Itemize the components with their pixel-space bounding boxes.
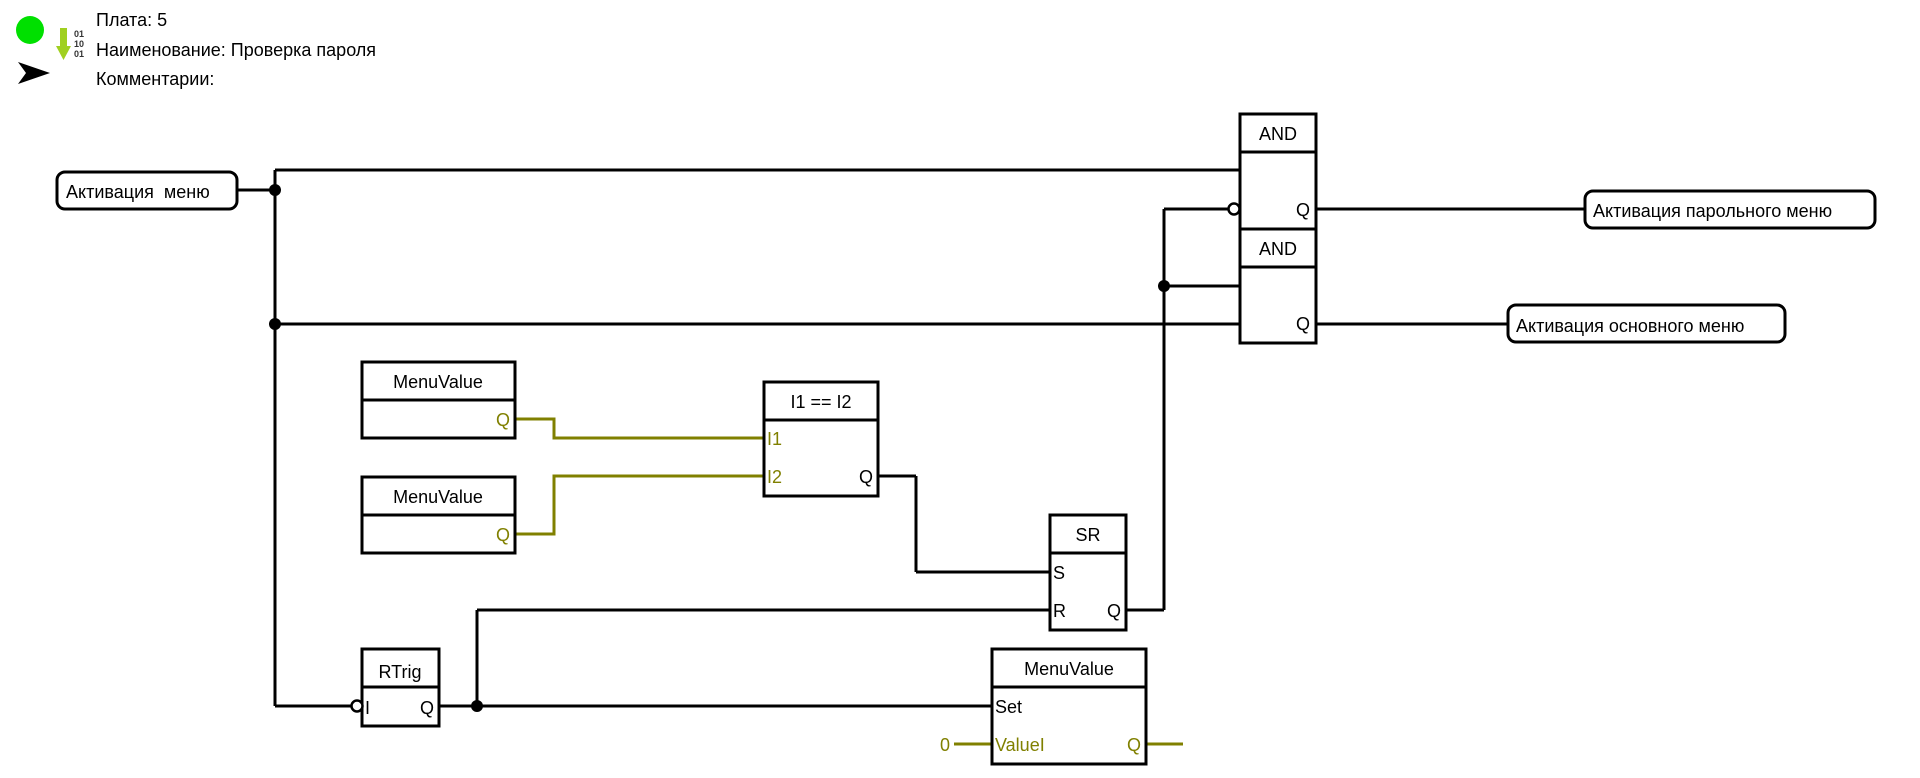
pin-q-label: Q xyxy=(1296,314,1310,334)
inverted-input-circle xyxy=(350,699,364,713)
junction-dot xyxy=(269,184,281,196)
pin-q-label: Q xyxy=(859,467,873,487)
and-block-1[interactable]: AND Q xyxy=(1227,112,1318,231)
and-block-2[interactable]: AND Q xyxy=(1238,227,1318,345)
block-title: I1 == I2 xyxy=(790,392,851,412)
menuvalue-block-1[interactable]: MenuValue Q xyxy=(360,360,517,440)
block-title: MenuValue xyxy=(393,487,483,507)
analog-wire xyxy=(515,474,764,536)
junction-dot xyxy=(1158,280,1170,292)
block-frame[interactable] xyxy=(990,647,1148,766)
block-title: MenuValue xyxy=(1024,659,1114,679)
junction-dot xyxy=(471,700,483,712)
name-label: Наименование: xyxy=(96,40,226,60)
inverted-input-circle xyxy=(1227,202,1241,216)
pin-q-label: Q xyxy=(496,410,510,430)
block-frame[interactable] xyxy=(762,380,880,498)
menuvalue-block-3[interactable]: MenuValue Set ValueI Q xyxy=(990,647,1148,766)
pin-s-label: S xyxy=(1053,563,1065,583)
wires xyxy=(237,168,1585,708)
block-title: SR xyxy=(1075,525,1100,545)
block-frame[interactable] xyxy=(1238,112,1318,231)
comment-line: Комментарии: xyxy=(96,69,214,90)
arrow-pointer-icon[interactable] xyxy=(18,62,50,84)
block-frame[interactable] xyxy=(1048,513,1128,632)
sr-block[interactable]: SR S R Q xyxy=(1048,513,1128,632)
compare-block[interactable]: I1 == I2 I1 I2 Q xyxy=(762,380,880,498)
block-title: MenuValue xyxy=(393,372,483,392)
rtrig-block[interactable]: RTrig I Q xyxy=(350,647,441,728)
svg-text:01: 01 xyxy=(74,49,84,59)
pin-r-label: R xyxy=(1053,601,1066,621)
binary-download-icon[interactable]: 01 10 01 xyxy=(56,28,92,62)
name-value: Проверка пароля xyxy=(230,40,377,60)
output-terminal-password-menu[interactable]: Активация парольного меню xyxy=(1583,189,1877,230)
info-header: 01 10 01 Плата: 5 Наименование: Проверка… xyxy=(0,0,600,100)
board-line: Плата: 5 xyxy=(96,10,167,31)
svg-text:10: 10 xyxy=(74,39,84,49)
svg-text:01: 01 xyxy=(74,29,84,39)
pin-set-label: Set xyxy=(995,697,1022,717)
pin-q-label: Q xyxy=(1296,200,1310,220)
analog-wire xyxy=(515,417,764,440)
pin-q-label: Q xyxy=(1107,601,1121,621)
junction-dot xyxy=(269,318,281,330)
input-terminal-label: Активация меню xyxy=(66,182,210,202)
board-value: 5 xyxy=(157,10,168,30)
menuvalue-block-2[interactable]: MenuValue Q xyxy=(360,475,517,555)
pin-q-label: Q xyxy=(496,525,510,545)
comment-label: Комментарии: xyxy=(96,69,215,89)
pin-i2-label: I2 xyxy=(767,467,782,487)
input-terminal[interactable]: Активация меню xyxy=(55,170,239,211)
name-line: Наименование: Проверка пароля xyxy=(96,40,376,61)
block-title: AND xyxy=(1259,239,1297,259)
pin-q-label: Q xyxy=(1127,735,1141,755)
pin-i-label: I xyxy=(365,698,370,718)
block-title: AND xyxy=(1259,124,1297,144)
output-terminal-main-menu[interactable]: Активация основного меню xyxy=(1506,303,1787,344)
output-terminal-label: Активация парольного меню xyxy=(1593,201,1832,221)
board-label: Плата: xyxy=(96,10,153,30)
output-terminal-box[interactable] xyxy=(1506,303,1787,344)
output-terminal-label: Активация основного меню xyxy=(1516,316,1744,336)
input-terminal-box[interactable] xyxy=(55,170,239,211)
pin-value-label: ValueI xyxy=(995,735,1045,755)
pin-i1-label: I1 xyxy=(767,429,782,449)
output-terminal-box[interactable] xyxy=(1583,189,1877,230)
junctions xyxy=(269,184,1170,712)
block-frame[interactable] xyxy=(1238,227,1318,345)
block-title: RTrig xyxy=(378,662,421,682)
pin-q-label: Q xyxy=(420,698,434,718)
analog-wires xyxy=(515,417,1183,746)
constant-value[interactable]: 0 xyxy=(940,735,950,755)
status-dot-icon xyxy=(16,16,44,44)
